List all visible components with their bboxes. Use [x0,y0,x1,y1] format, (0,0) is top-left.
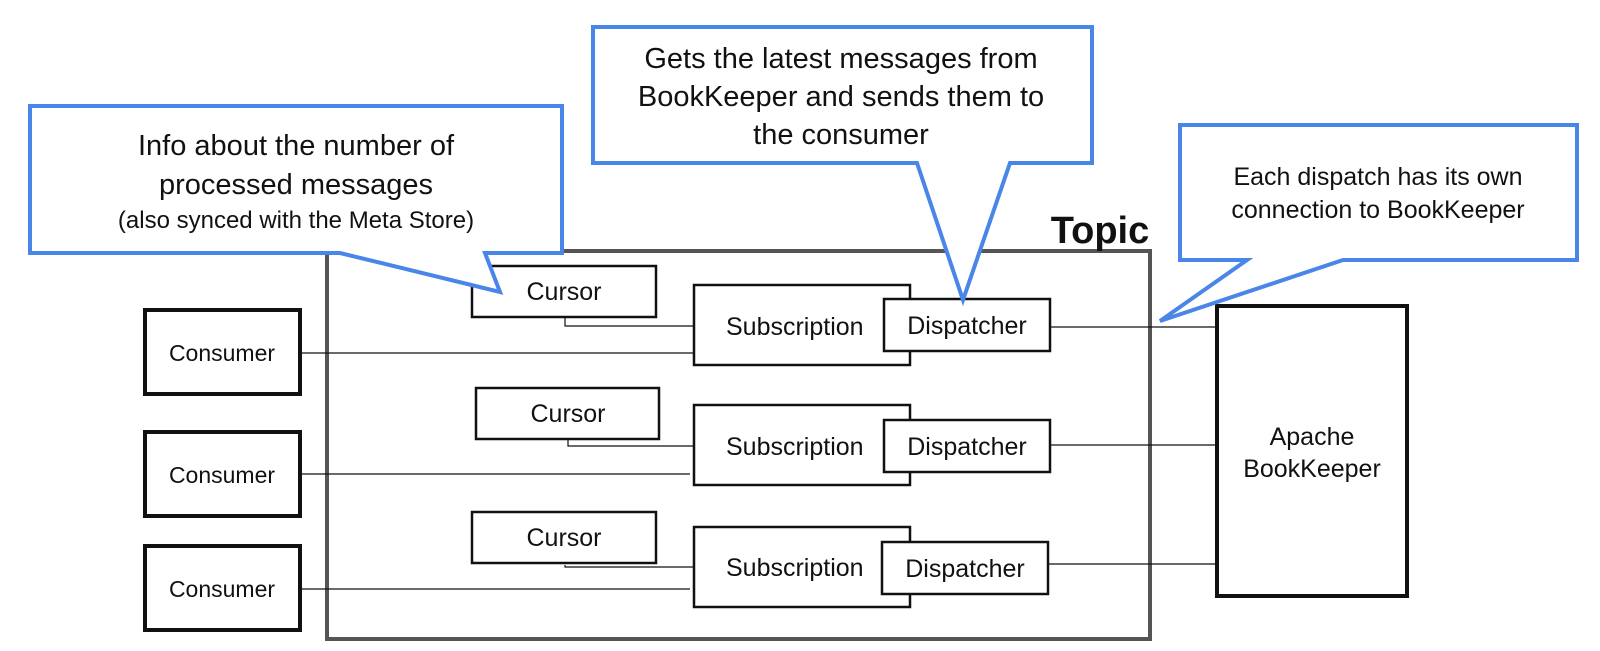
callout-connection-shape [1158,123,1579,323]
wire-cursor-2 [567,440,694,447]
callout-cursor-line3: (also synced with the Meta Store) [118,207,474,234]
consumer-label: Consumer [169,340,275,366]
subscription-label: Subscription [726,554,864,582]
callout-cursor-line2: processed messages [159,169,433,201]
cursor-1: Cursor [470,264,658,319]
callout-dispatcher-info: Gets the latest messages from BookKeeper… [591,25,1094,307]
callout-dispatcher-line3: the consumer [753,119,929,151]
consumer-2: Consumer [143,430,302,518]
dispatcher-1: Dispatcher [882,297,1052,353]
bookkeeper-box: Apache BookKeeper [1215,304,1409,598]
dispatcher-label: Dispatcher [907,433,1027,461]
subscription-3: Subscription [692,525,912,609]
consumer-label: Consumer [169,462,275,488]
callout-cursor-line1: Info about the number of [138,130,455,162]
cursor-2: Cursor [474,386,661,441]
dispatcher-3: Dispatcher [880,540,1050,596]
dispatcher-label: Dispatcher [907,312,1027,340]
consumer-3: Consumer [143,544,302,632]
callout-dispatcher-line2: BookKeeper and sends them to [638,81,1044,113]
subscription-label: Subscription [726,433,864,461]
cursor-label: Cursor [530,400,605,428]
subscription-1: Subscription [692,283,912,367]
wire-cursor-1 [564,318,694,327]
callout-connection-info: Each dispatch has its own connection to … [1158,123,1579,323]
callout-connection-line2: connection to BookKeeper [1231,196,1524,224]
subscription-2: Subscription [692,403,912,487]
callout-cursor-shape [28,104,564,295]
consumer-label: Consumer [169,576,275,602]
dispatcher-2: Dispatcher [882,418,1052,474]
dispatcher-label: Dispatcher [905,555,1025,583]
callout-dispatcher-line1: Gets the latest messages from [644,43,1037,75]
callout-dispatcher-shape [591,25,1094,307]
callout-connection-line1: Each dispatch has its own [1233,163,1522,191]
bookkeeper-line2: BookKeeper [1243,455,1381,483]
wire-cursor-3 [564,565,694,568]
cursor-label: Cursor [526,524,601,552]
cursor-label: Cursor [526,278,601,306]
topic-label: Topic [1051,210,1150,252]
bookkeeper-line1: Apache [1270,423,1355,451]
callout-cursor-info: Info about the number of processed messa… [28,104,564,295]
cursor-3: Cursor [470,510,658,565]
consumer-1: Consumer [143,308,302,396]
subscription-label: Subscription [726,313,864,341]
